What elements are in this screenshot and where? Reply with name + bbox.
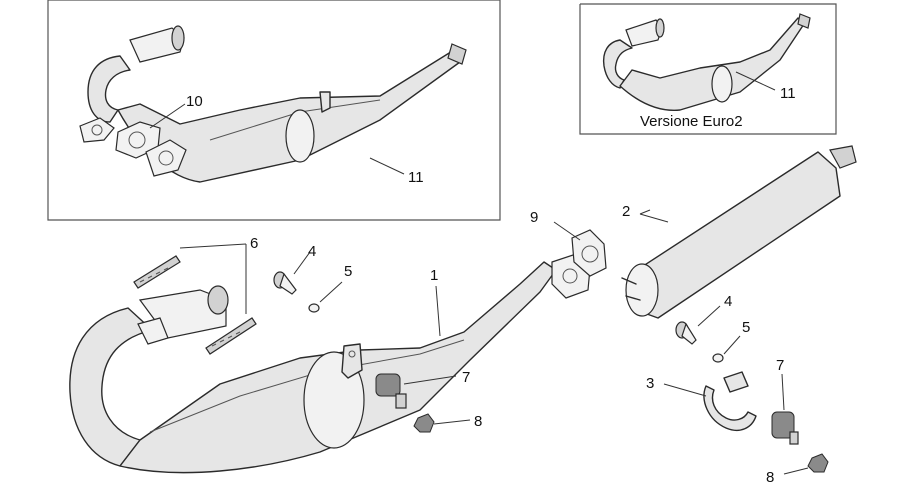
- part-5-washer-left: [308, 303, 320, 313]
- part-7-mount-right: [771, 411, 799, 445]
- inset-standard-version: 10 11: [47, 0, 501, 221]
- part-5-washer-right: [712, 353, 724, 363]
- part-4-bolt-left: [273, 271, 297, 295]
- callout-2: 2: [622, 203, 630, 220]
- callout-1: 1: [430, 267, 438, 284]
- callout-5-left: 5: [344, 263, 352, 280]
- callout-10: 10: [186, 93, 203, 110]
- callout-5-right: 5: [742, 319, 750, 336]
- callout-3: 3: [646, 375, 654, 392]
- part-2-silencer: [621, 145, 857, 319]
- callout-4-right: 4: [724, 293, 732, 310]
- callout-9: 9: [530, 209, 538, 226]
- part-3-clamp: [703, 371, 757, 432]
- callout-7-left: 7: [462, 369, 470, 386]
- callout-11-euro2: 11: [780, 85, 796, 102]
- part-8-nut-right: [807, 453, 829, 473]
- part-4-bolt-right: [675, 321, 697, 345]
- part-9-gasket: [571, 229, 607, 277]
- part-6-springs: [133, 255, 257, 355]
- callout-11-standard: 11: [408, 169, 424, 186]
- callout-6: 6: [250, 235, 258, 252]
- callout-4-left: 4: [308, 243, 316, 260]
- callout-8-right: 8: [766, 469, 774, 486]
- inset-euro2-chamber: [602, 13, 811, 111]
- inset-expansion-chamber: [79, 25, 467, 183]
- part-1-expansion-chamber: [69, 253, 591, 474]
- callout-7-right: 7: [776, 357, 784, 374]
- inset-caption: Versione Euro2: [640, 113, 743, 130]
- callout-8-left: 8: [474, 413, 482, 430]
- inset-euro2-version: 11 Versione Euro2: [579, 3, 837, 135]
- part-8-nut-left: [413, 413, 435, 433]
